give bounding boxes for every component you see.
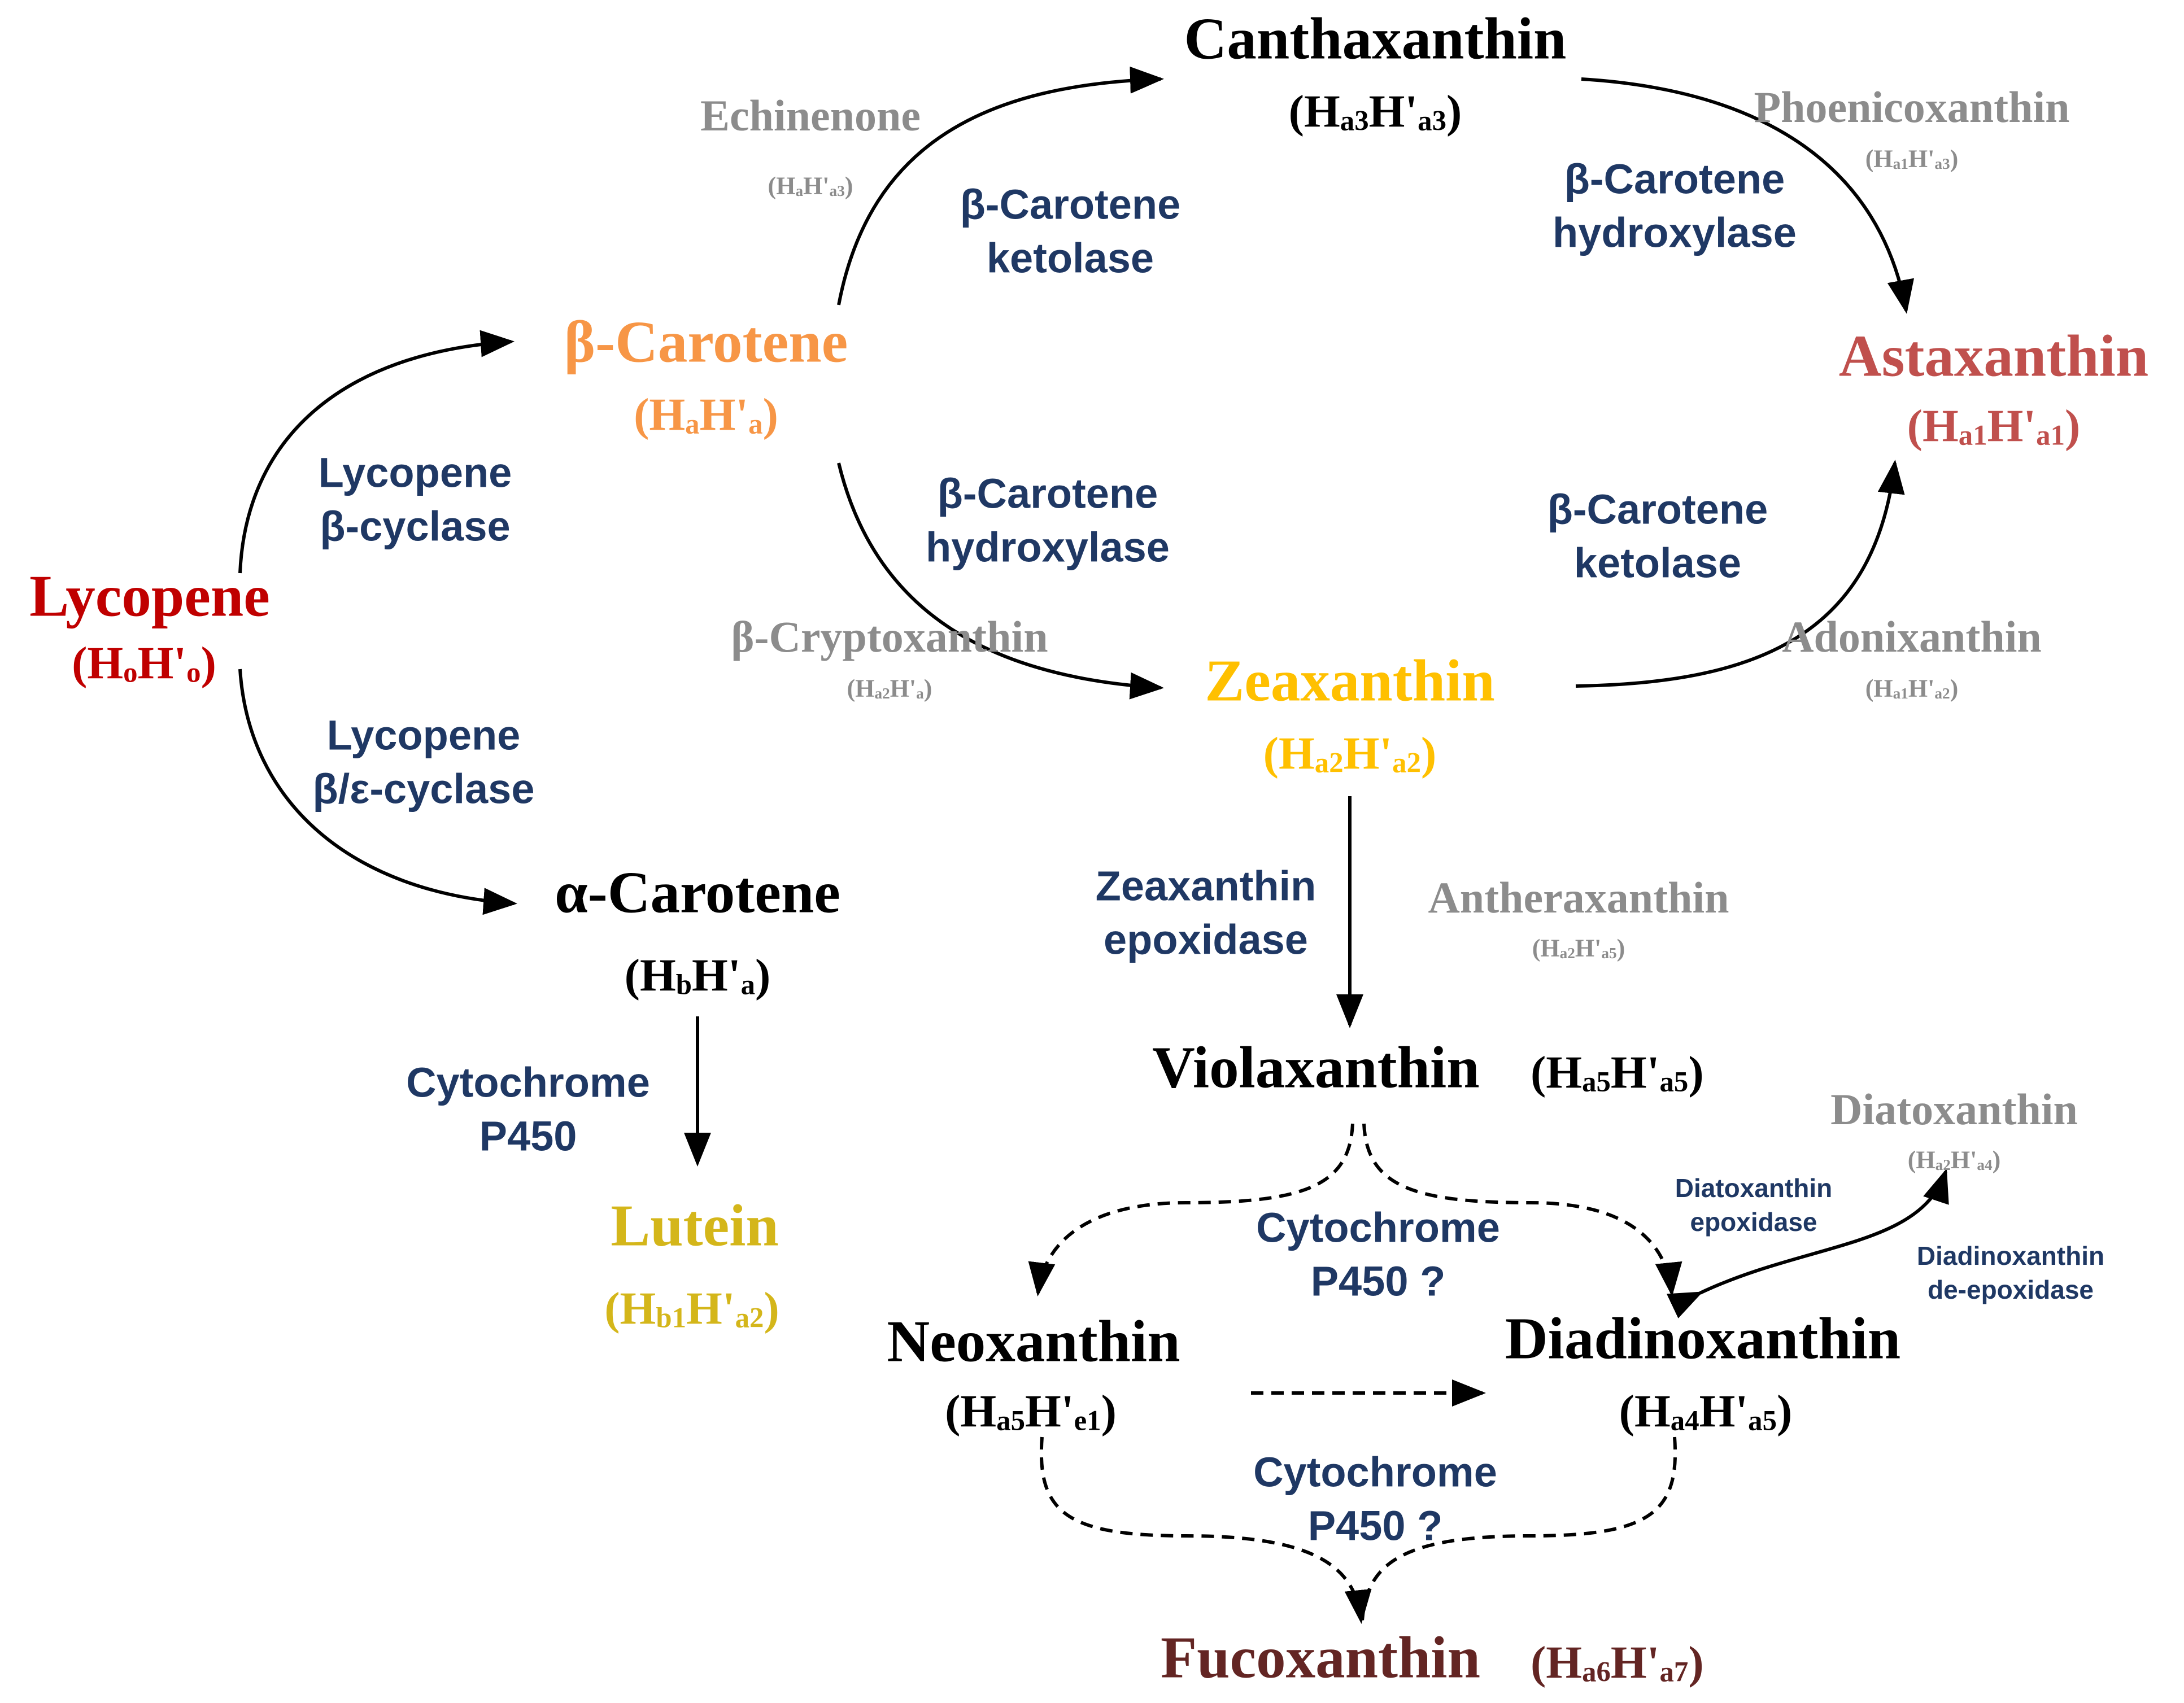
arrow-neoxanthin-to-fucoxanthin	[1039, 1436, 1372, 1624]
beta-cryptoxanthin-formula: (Ha2H'a)	[847, 674, 932, 702]
beta-carotene-formula: (HaH'a)	[634, 388, 778, 440]
astaxanthin-formula: (Ha1H'a1)	[1907, 400, 2081, 452]
adonixanthin-formula: (Ha1H'a2)	[1865, 674, 1959, 702]
diatoxanthin-formula: (Ha2H'a4)	[1907, 1146, 2001, 1174]
arrow-zeaxanthin-to-astaxanthin	[1575, 460, 1905, 688]
astaxanthin-label: Astaxanthin	[1838, 322, 2149, 389]
lycopene-label: Lycopene	[29, 562, 270, 629]
arrow-canthaxanthin-to-astaxanthin	[1581, 77, 1915, 314]
arrow-violaxanthin-to-diadinoxanthin	[1362, 1123, 1682, 1296]
zeaxanthin-formula: (Ha2H'a2)	[1263, 727, 1437, 779]
phoenicoxanthin-formula: (Ha1H'a3)	[1865, 145, 1959, 173]
fucoxanthin-formula: (Ha6H'a7)	[1531, 1636, 1704, 1688]
antheraxanthin-label: Antheraxanthin	[1428, 873, 1729, 922]
echinenone-label: Echinenone	[700, 91, 921, 140]
diadinoxanthin-formula: (Ha4H'a5)	[1619, 1385, 1793, 1437]
arrow-lycopene-to-beta-carotene	[238, 330, 515, 574]
zeaxanthin-label: Zeaxanthin	[1205, 647, 1495, 714]
echinenone-formula: (HaH'a3)	[768, 172, 853, 200]
beta-carotene-label: β-Carotene	[564, 308, 848, 375]
phoenicoxanthin-label: Phoenicoxanthin	[1754, 82, 2070, 132]
neoxanthin-formula: (Ha5H'e1)	[945, 1385, 1117, 1437]
lutein-label: Lutein	[611, 1192, 779, 1259]
arrow-violaxanthin-to-neoxanthin	[1028, 1123, 1354, 1296]
lutein-formula: (Hb1H'a2)	[604, 1282, 779, 1334]
arrow-lycopene-to-alpha-carotene	[238, 669, 517, 915]
violaxanthin-formula: (Ha5H'a5)	[1531, 1046, 1704, 1098]
diatoxanthin-label: Diatoxanthin	[1830, 1085, 2078, 1134]
arrow-beta-carotene-to-canthaxanthin	[837, 66, 1164, 305]
arrow-diadinoxanthin-to-fucoxanthin	[1361, 1436, 1677, 1621]
antheraxanthin-formula: (Ha2H'a5)	[1532, 934, 1625, 962]
fucoxanthin-label: Fucoxanthin	[1161, 1624, 1480, 1691]
alpha-carotene-label: α-Carotene	[555, 859, 840, 925]
canthaxanthin-label: Canthaxanthin	[1184, 5, 1567, 72]
violaxanthin-label: Violaxanthin	[1152, 1034, 1480, 1101]
alpha-carotene-formula: (HbH'a)	[624, 949, 771, 1001]
arrow-beta-carotene-to-zeaxanthin	[837, 462, 1164, 700]
arrow-diadinoxanthin-diatoxanthin	[1666, 1168, 1949, 1318]
canthaxanthin-formula: (Ha3H'a3)	[1288, 85, 1462, 137]
adonixanthin-label: Adonixanthin	[1782, 612, 2042, 661]
lycopene-formula: (HoH'o)	[72, 637, 216, 689]
diadinoxanthin-label: Diadinoxanthin	[1505, 1305, 1901, 1372]
beta-cryptoxanthin-label: β-Cryptoxanthin	[731, 612, 1048, 661]
neoxanthin-label: Neoxanthin	[887, 1308, 1180, 1374]
